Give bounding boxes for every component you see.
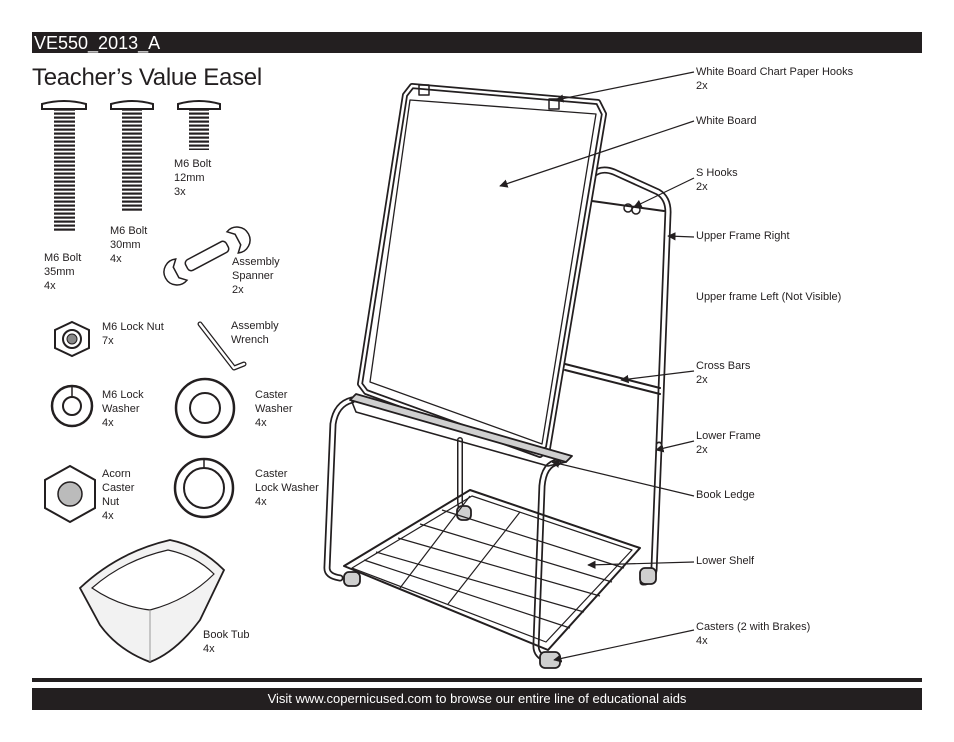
callout-qty: 2x	[696, 181, 708, 193]
book-tub-icon	[78, 539, 226, 663]
lock-nut-label: M6 Lock Nut 7x	[102, 321, 164, 347]
acorn-nut-label: Acorn Caster Nut 4x	[102, 468, 135, 522]
bolt-12mm-label: M6 Bolt 12mm 3x	[174, 158, 212, 198]
callout-qty: 2x	[696, 374, 708, 386]
wrench-label: Assembly Wrench	[231, 320, 279, 346]
callout-name: Upper Frame Right	[696, 230, 790, 242]
callout-upper-frame-left: Upper frame Left (Not Visible)	[696, 290, 841, 304]
allen-wrench-icon	[197, 321, 247, 371]
callout-name: Upper frame Left (Not Visible)	[696, 291, 842, 303]
caster-washer-icon	[174, 377, 236, 439]
bolt-35mm-icon	[41, 100, 87, 232]
callout-name: Lower Shelf	[696, 555, 755, 567]
callout-s-hooks: S Hooks 2x	[696, 166, 738, 194]
footer-rule	[32, 678, 922, 682]
callout-upper-frame-right: Upper Frame Right	[696, 229, 790, 243]
book-tub-label: Book Tub 4x	[203, 629, 250, 655]
callout-name: Cross Bars	[696, 360, 751, 372]
caster-lock-washer-label: Caster Lock Washer 4x	[255, 468, 319, 508]
caster-washer-label: Caster Washer 4x	[255, 389, 293, 429]
callout-name: Book Ledge	[696, 489, 755, 501]
callout-qty: 2x	[696, 80, 708, 92]
footer-text: Visit www.copernicused.com to browse our…	[267, 691, 687, 706]
caster-lock-washer-icon	[173, 457, 235, 519]
lock-washer-icon	[50, 384, 94, 428]
callout-chart-paper-hooks: White Board Chart Paper Hooks 2x	[696, 65, 853, 93]
callout-name: Casters (2 with Brakes)	[696, 621, 811, 633]
bolt-35mm-label: M6 Bolt 35mm 4x	[44, 252, 82, 292]
callout-white-board: White Board	[696, 114, 757, 128]
callout-leaders	[499, 71, 695, 663]
lock-nut-icon	[54, 320, 90, 358]
callout-lower-shelf: Lower Shelf	[696, 554, 754, 568]
product-code: VE550_2013_A	[34, 33, 161, 53]
callout-name: White Board	[696, 115, 757, 127]
acorn-nut-icon	[44, 464, 96, 524]
callout-qty: 2x	[696, 444, 708, 456]
lock-washer-label: M6 Lock Washer 4x	[102, 389, 144, 429]
callout-cross-bars: Cross Bars 2x	[696, 359, 750, 387]
shelf-wires	[363, 495, 625, 629]
callout-name: Lower Frame	[696, 430, 761, 442]
callout-book-ledge: Book Ledge	[696, 488, 755, 502]
callout-lower-frame: Lower Frame 2x	[696, 429, 761, 457]
callout-name: White Board Chart Paper Hooks	[696, 66, 854, 78]
footer-bar: Visit www.copernicused.com to browse our…	[32, 688, 922, 710]
easel-illustration	[323, 83, 672, 669]
callout-casters: Casters (2 with Brakes) 4x	[696, 620, 810, 648]
bolt-12mm-icon	[177, 100, 221, 150]
bolt-30mm-label: M6 Bolt 30mm 4x	[110, 225, 148, 265]
callout-qty: 4x	[696, 635, 708, 647]
spanner-label: Assembly Spanner 2x	[232, 256, 280, 296]
callout-name: S Hooks	[696, 167, 738, 179]
bolt-30mm-icon	[110, 100, 154, 212]
header-bar: VE550_2013_A	[32, 32, 922, 53]
spanner-icon	[163, 226, 251, 286]
page-title: Teacher’s Value Easel	[32, 64, 262, 91]
